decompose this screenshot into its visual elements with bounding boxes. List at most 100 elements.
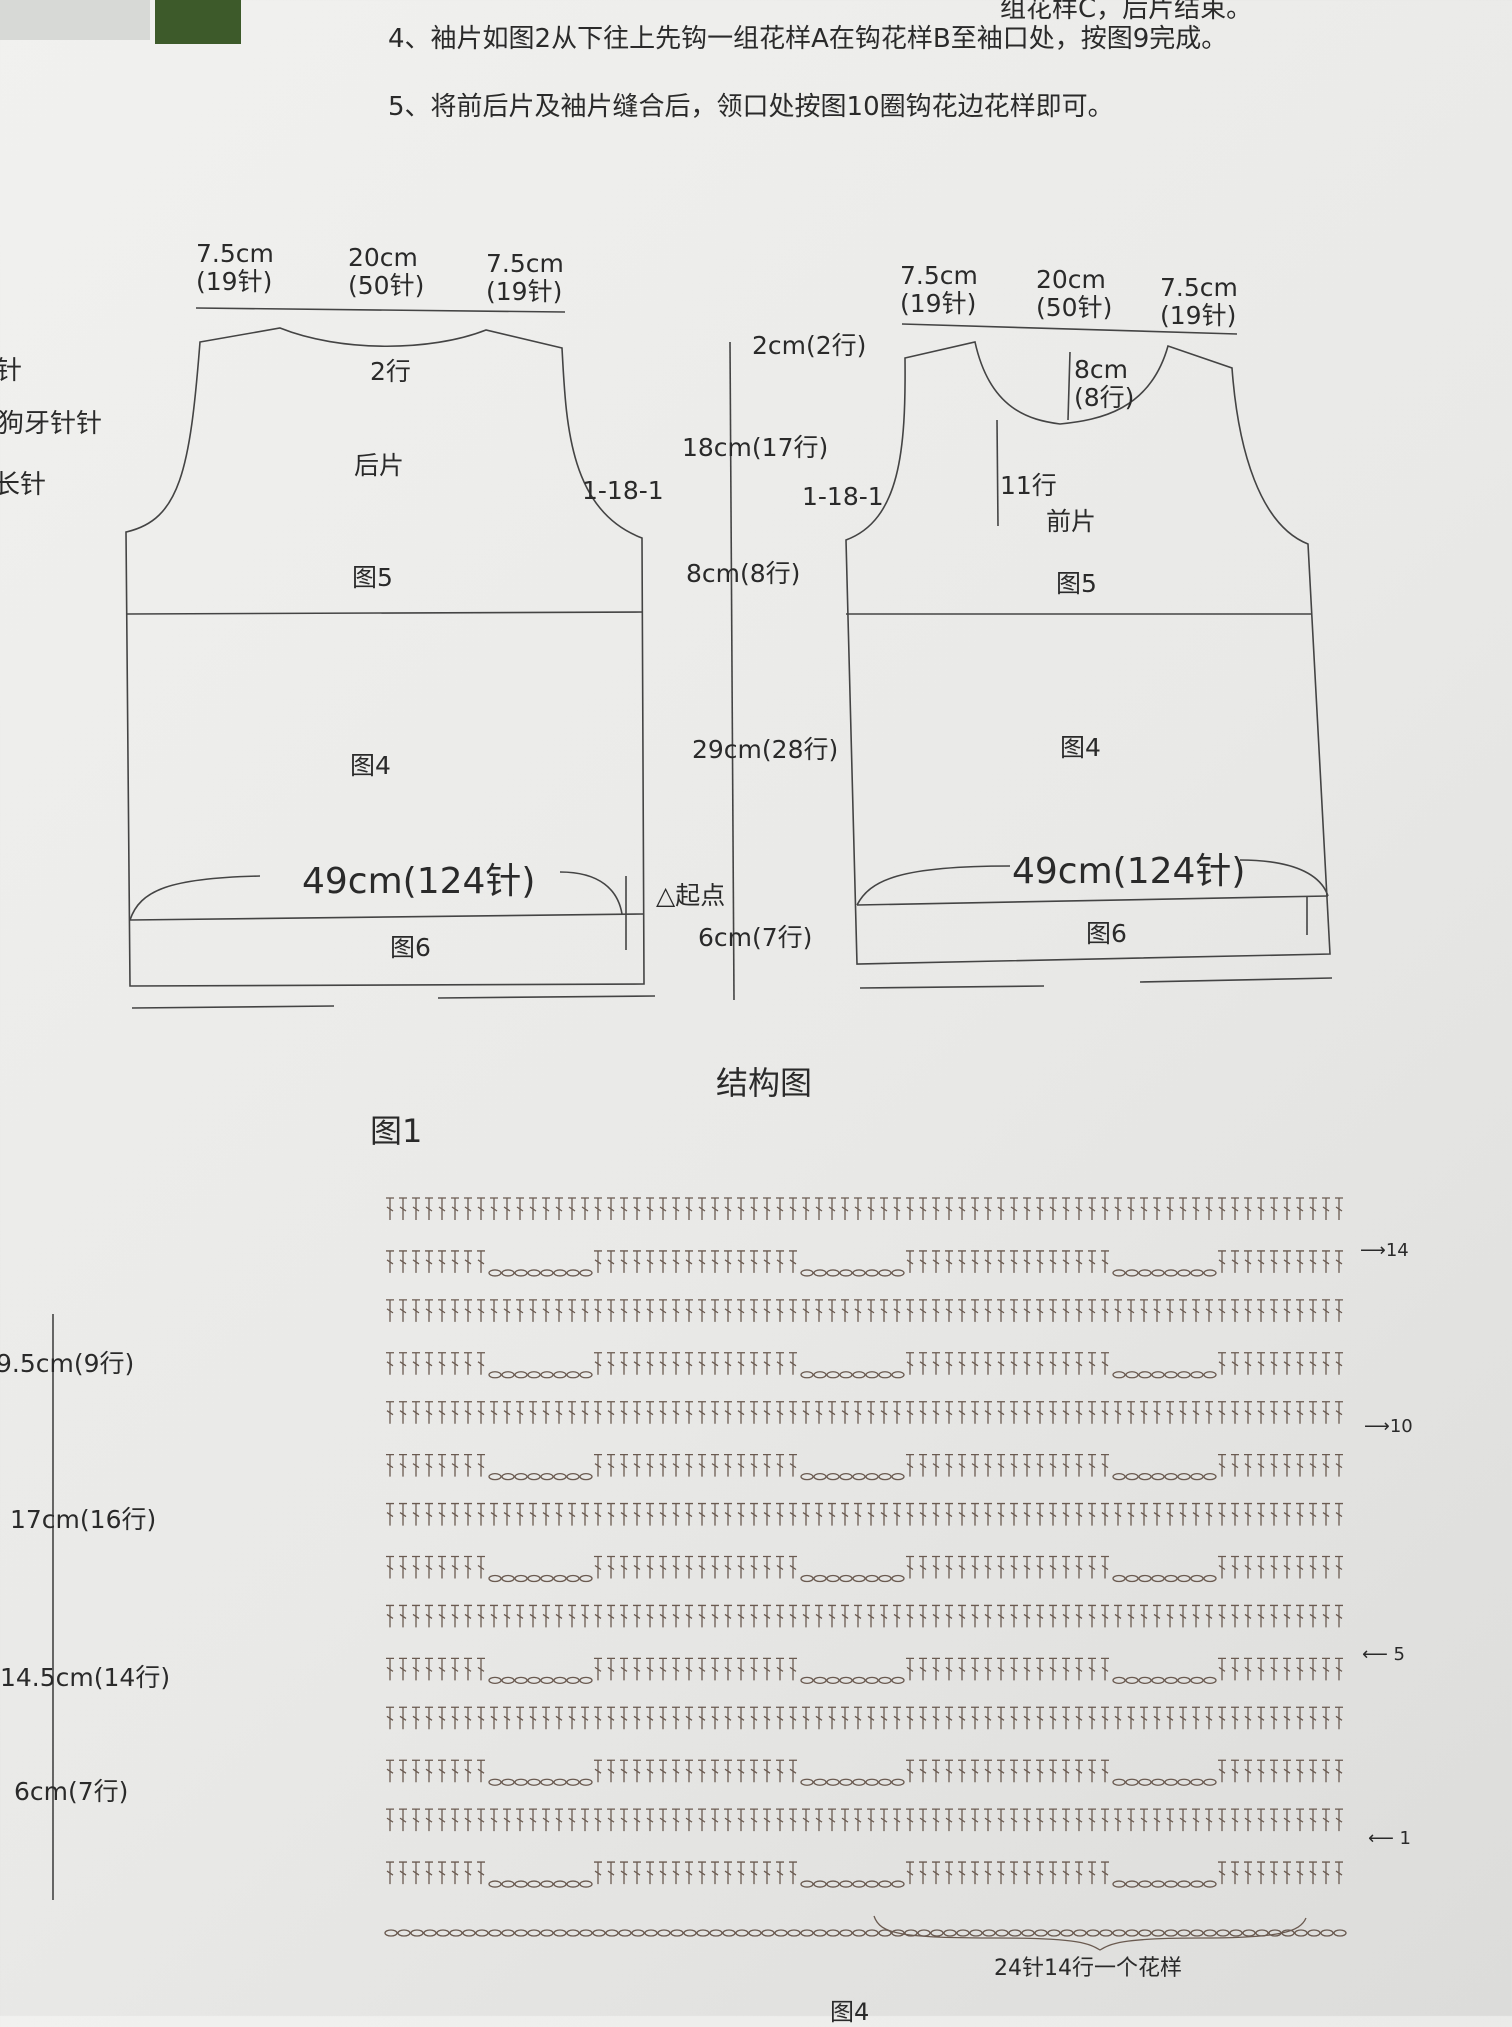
crochet-stitch bbox=[1218, 1657, 1226, 1681]
crochet-stitch bbox=[813, 1371, 827, 1379]
crochet-stitch bbox=[1283, 1555, 1291, 1579]
crochet-stitch bbox=[711, 1502, 719, 1526]
crochet-stitch bbox=[971, 1657, 979, 1681]
crochet-stitch bbox=[1049, 1401, 1057, 1424]
crochet-stitch bbox=[1151, 1778, 1165, 1786]
crochet-stitch bbox=[646, 1197, 654, 1220]
crochet-stitch bbox=[1166, 1299, 1174, 1322]
crochet-stitch bbox=[1062, 1352, 1070, 1375]
crochet-stitch bbox=[878, 1269, 892, 1277]
crochet-stitch bbox=[997, 1197, 1005, 1220]
crochet-stitch bbox=[438, 1604, 446, 1628]
crochet-stitch bbox=[698, 1808, 706, 1832]
crochet-stitch bbox=[841, 1401, 849, 1424]
crochet-stitch bbox=[945, 1604, 953, 1628]
crochet-stitch bbox=[477, 1555, 485, 1579]
crochet-stitch bbox=[878, 1371, 892, 1379]
crochet-stitch bbox=[776, 1759, 784, 1783]
crochet-stitch bbox=[438, 1250, 446, 1273]
crochet-stitch bbox=[958, 1657, 966, 1681]
crochet-stitch bbox=[423, 1929, 437, 1937]
crochet-stitch bbox=[971, 1759, 979, 1783]
crochet-stitch bbox=[958, 1861, 966, 1885]
crochet-stitch bbox=[1177, 1371, 1191, 1379]
crochet-stitch bbox=[1138, 1778, 1152, 1786]
crochet-stitch bbox=[503, 1299, 511, 1322]
crochet-stitch bbox=[633, 1250, 641, 1273]
crochet-stitch bbox=[958, 1555, 966, 1579]
crochet-stitch bbox=[659, 1197, 667, 1220]
crochet-stitch bbox=[1296, 1453, 1304, 1477]
crochet-stitch bbox=[1190, 1574, 1204, 1583]
crochet-stitch bbox=[1112, 1574, 1126, 1583]
crochet-stitch bbox=[815, 1502, 823, 1526]
crochet-stitch bbox=[384, 1929, 398, 1937]
crochet-stitch bbox=[802, 1808, 810, 1832]
crochet-stitch bbox=[1010, 1759, 1018, 1783]
crochet-stitch bbox=[969, 1929, 983, 1937]
crochet-stitch bbox=[672, 1453, 680, 1477]
crochet-stitch bbox=[1218, 1250, 1226, 1273]
crochet-stitch bbox=[410, 1929, 424, 1937]
crochet-stitch bbox=[958, 1401, 966, 1424]
crochet-stitch bbox=[425, 1808, 433, 1832]
crochet-stitch bbox=[724, 1604, 732, 1628]
crochet-stitch bbox=[1192, 1706, 1200, 1730]
crochet-stitch bbox=[1151, 1472, 1165, 1481]
crochet-stitch bbox=[1075, 1453, 1083, 1477]
crochet-stitch bbox=[412, 1759, 420, 1783]
crochet-stitch bbox=[698, 1352, 706, 1375]
back-top-dim-right: 7.5cm(19针) bbox=[486, 249, 564, 306]
crochet-stitch bbox=[646, 1555, 654, 1579]
crochet-stitch bbox=[594, 1759, 602, 1783]
crochet-stitch bbox=[958, 1352, 966, 1375]
crochet-stitch bbox=[698, 1604, 706, 1628]
crochet-stitch bbox=[488, 1880, 502, 1888]
crochet-stitch bbox=[542, 1197, 550, 1220]
crochet-stitch bbox=[1153, 1401, 1161, 1424]
crochet-stitch bbox=[1049, 1250, 1057, 1273]
crochet-stitch bbox=[1309, 1197, 1317, 1220]
crochet-stitch bbox=[1112, 1676, 1126, 1685]
crochet-stitch bbox=[724, 1299, 732, 1322]
crochet-stitch bbox=[1114, 1197, 1122, 1220]
crochet-stitch bbox=[1010, 1808, 1018, 1832]
crochet-stitch bbox=[893, 1604, 901, 1628]
crochet-stitch bbox=[945, 1808, 953, 1832]
crochet-stitch bbox=[685, 1555, 693, 1579]
crochet-stitch bbox=[1127, 1299, 1135, 1322]
crochet-stitch bbox=[932, 1808, 940, 1832]
crochet-stitch bbox=[477, 1759, 485, 1783]
crochet-stitch bbox=[633, 1808, 641, 1832]
crochet-stitch bbox=[1010, 1604, 1018, 1628]
crochet-stitch bbox=[1203, 1371, 1217, 1379]
crochet-stitch bbox=[488, 1676, 502, 1685]
crochet-stitch bbox=[1101, 1555, 1109, 1579]
crochet-stitch bbox=[646, 1657, 654, 1681]
crochet-stitch bbox=[1296, 1555, 1304, 1579]
crochet-stitch bbox=[711, 1759, 719, 1783]
crochet-stitch bbox=[566, 1371, 580, 1379]
crochet-stitch bbox=[644, 1929, 658, 1937]
crochet-stitch bbox=[451, 1250, 459, 1273]
crochet-stitch bbox=[529, 1706, 537, 1730]
crochet-stitch bbox=[789, 1759, 797, 1783]
crochet-stitch bbox=[1112, 1778, 1126, 1786]
crochet-stitch bbox=[865, 1778, 879, 1786]
crochet-stitch bbox=[659, 1299, 667, 1322]
crochet-stitch bbox=[724, 1453, 732, 1477]
front-width: 49cm(124针) bbox=[1012, 851, 1246, 892]
crochet-stitch bbox=[945, 1502, 953, 1526]
crochet-stitch bbox=[891, 1676, 905, 1685]
crochet-stitch bbox=[540, 1676, 554, 1685]
crochet-stitch bbox=[1164, 1778, 1178, 1786]
crochet-stitch bbox=[763, 1299, 771, 1322]
crochet-stitch bbox=[477, 1352, 485, 1375]
crochet-stitch bbox=[1140, 1502, 1148, 1526]
crochet-stitch bbox=[527, 1929, 541, 1937]
crochet-stitch bbox=[880, 1706, 888, 1730]
crochet-stitch bbox=[893, 1401, 901, 1424]
crochet-stitch bbox=[839, 1778, 853, 1786]
crochet-stitch bbox=[930, 1929, 944, 1937]
crochet-stitch bbox=[620, 1706, 628, 1730]
